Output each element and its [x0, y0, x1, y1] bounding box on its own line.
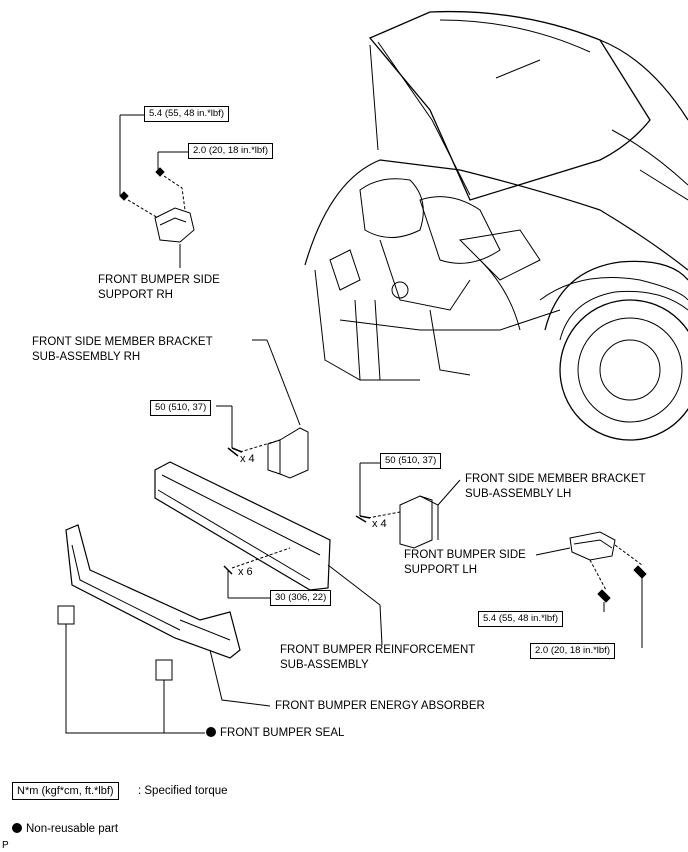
member-bracket-lh-illustration	[355, 462, 461, 549]
qty-rh-bracket-bolts: x 4	[240, 453, 255, 465]
legend-unit-box: N*m (kgf*cm, ft.*lbf)	[12, 782, 119, 800]
torque-lh-side-support-lower: 2.0 (20, 18 in.*lbf)	[530, 643, 615, 659]
energy-absorber-illustration	[65, 524, 271, 707]
qty-lh-bracket-bolts: x 4	[372, 518, 387, 530]
vehicle-front-illustration	[304, 10, 688, 441]
bumper-seal-illustration	[57, 605, 205, 734]
torque-rh-side-support-lower: 2.0 (20, 18 in.*lbf)	[188, 143, 273, 159]
label-member-bracket-rh: FRONT SIDE MEMBER BRACKET SUB-ASSEMBLY R…	[32, 336, 213, 363]
side-support-lh-illustration	[535, 531, 647, 648]
label-side-support-lh: FRONT BUMPER SIDE SUPPORT LH	[404, 549, 526, 576]
member-bracket-rh-illustration	[216, 339, 309, 479]
label-reinforcement: FRONT BUMPER REINFORCEMENT SUB-ASSEMBLY	[280, 644, 476, 671]
qty-reinforcement-bolts: x 6	[238, 566, 253, 578]
label-bumper-seal: FRONT BUMPER SEAL	[206, 726, 344, 741]
non-reusable-icon	[206, 727, 216, 737]
label-side-support-rh: FRONT BUMPER SIDE SUPPORT RH	[98, 274, 220, 301]
page-marker: P	[2, 840, 9, 851]
torque-reinforcement: 30 (306, 22)	[270, 590, 332, 606]
legend-non-reusable: Non-reusable part	[12, 822, 118, 837]
torque-lh-side-support-upper: 5.4 (55, 48 in.*lbf)	[478, 611, 563, 627]
non-reusable-icon	[12, 823, 22, 833]
label-energy-absorber: FRONT BUMPER ENERGY ABSORBER	[275, 700, 485, 712]
label-member-bracket-lh: FRONT SIDE MEMBER BRACKET SUB-ASSEMBLY L…	[465, 473, 646, 500]
torque-rh-bracket: 50 (510, 37)	[150, 400, 212, 416]
torque-rh-side-support-upper: 5.4 (55, 48 in.*lbf)	[144, 106, 229, 122]
reinforcement-illustration	[154, 461, 383, 646]
torque-lh-bracket: 50 (510, 37)	[380, 453, 442, 469]
side-support-rh-illustration	[119, 114, 195, 268]
legend-unit-desc: : Specified torque	[138, 785, 228, 797]
